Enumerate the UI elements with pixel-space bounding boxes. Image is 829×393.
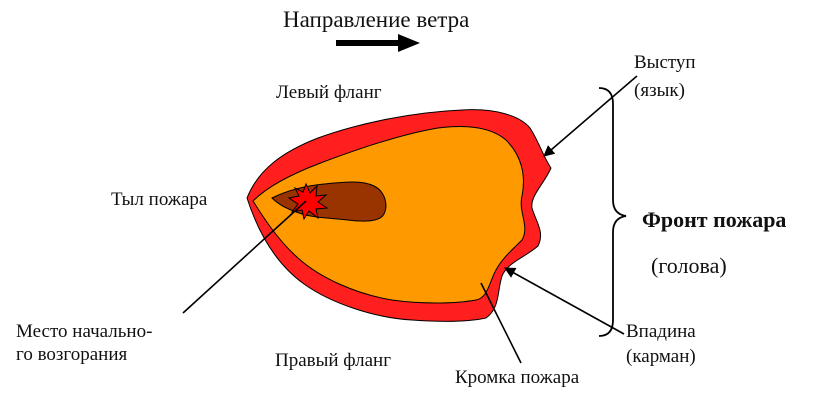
front-label: Фронт пожара [642,207,786,232]
pocket-arrow [505,268,624,334]
rear-label: Тыл пожара [111,189,208,210]
ignition-label-line1: Место начально- [16,321,152,342]
pocket-label-line2: (карман) [626,346,696,367]
head-label: (голова) [651,253,727,278]
tongue-label-line2: (язык) [634,80,685,101]
right-flank-label: Правый фланг [275,350,391,371]
pocket-label-line1: Впадина [626,321,696,342]
tongue-label-line1: Выступ [634,52,696,73]
wind-direction-label: Направление ветра [283,7,469,32]
left-flank-label: Левый фланг [276,82,382,103]
ignition-label-line2: го возгорания [16,344,128,365]
edge-leader-line [481,283,521,363]
wind-direction-arrow-icon [336,34,420,52]
front-brace [599,88,626,336]
tongue-arrow [544,76,637,156]
edge-label: Кромка пожара [455,367,580,388]
